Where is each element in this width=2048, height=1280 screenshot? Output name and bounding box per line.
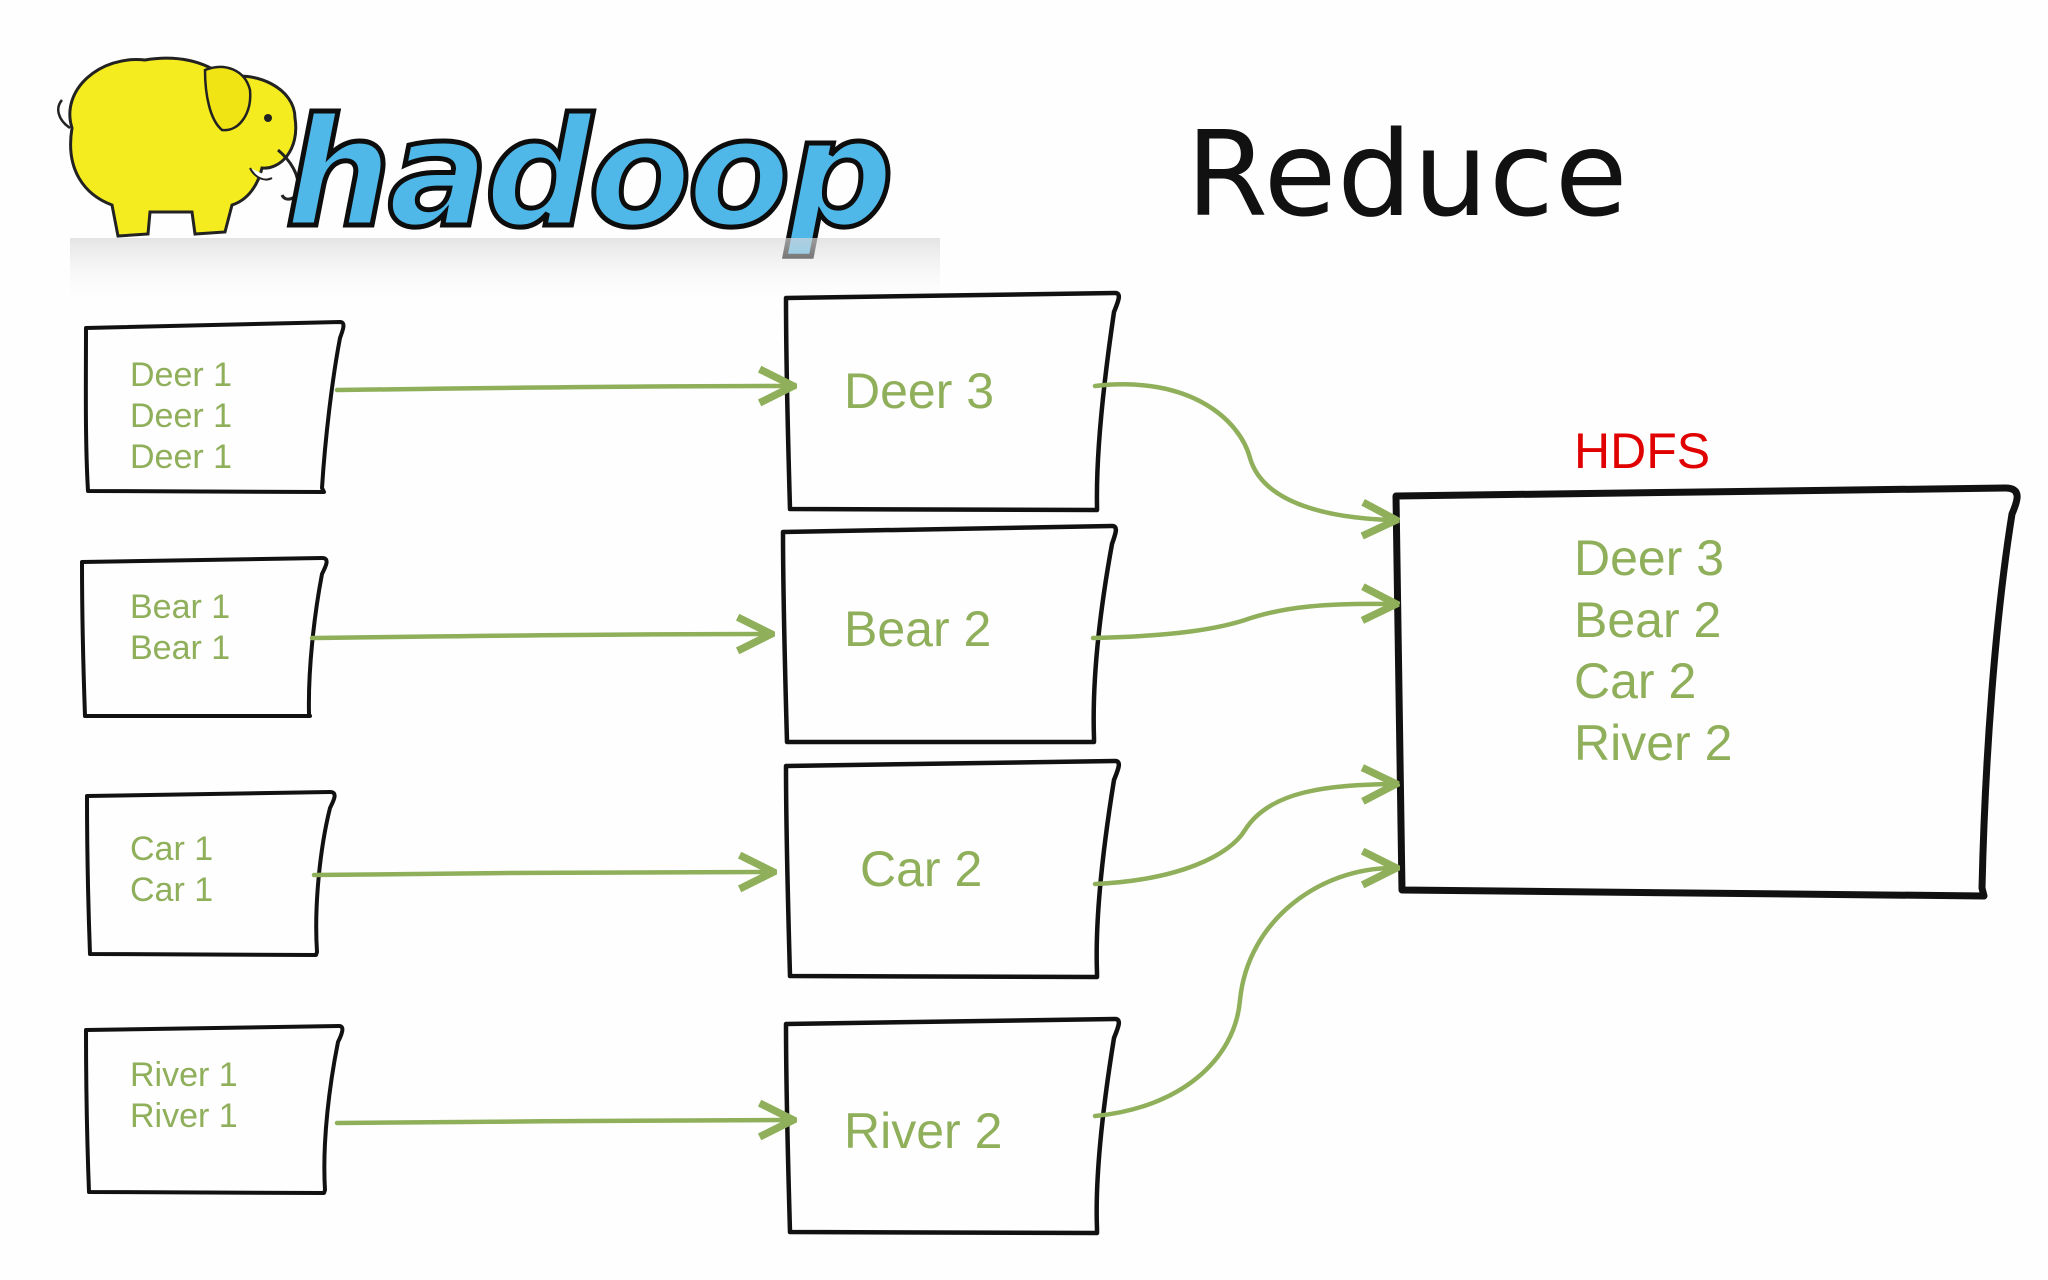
hdfs-item: Deer 3 xyxy=(1574,530,1725,586)
map-output-box-river xyxy=(84,1024,345,1195)
reducer-box-car xyxy=(783,758,1122,980)
map-output-bear-text: Bear 1 Bear 1 xyxy=(130,587,230,669)
arrow-bear-to-reducer xyxy=(309,634,768,638)
hdfs-item: Car 2 xyxy=(1574,653,1697,709)
map-output-deer-text: Deer 1 Deer 1 Deer 1 xyxy=(130,355,232,478)
arrow-river-to-reducer xyxy=(334,1120,790,1123)
map-output-line: Car 1 xyxy=(130,871,214,909)
reducer-label-river: River 2 xyxy=(844,1103,1003,1159)
reducer-box-bear xyxy=(780,523,1119,745)
map-output-box-car xyxy=(85,790,337,957)
map-output-line: River 1 xyxy=(130,1056,238,1094)
map-output-line: River 1 xyxy=(130,1097,238,1135)
arrow-river-to-hdfs xyxy=(1092,868,1393,1119)
map-output-car-text: Car 1 Car 1 xyxy=(130,829,213,911)
map-output-line: Deer 1 xyxy=(130,438,233,476)
arrow-bear-to-hdfs xyxy=(1090,604,1393,641)
reducer-label-car: Car 2 xyxy=(860,841,983,897)
hdfs-box xyxy=(1392,484,2021,900)
arrow-deer-to-hdfs xyxy=(1092,382,1393,520)
hadoop-logo: hadoop xyxy=(57,56,940,308)
arrow-deer-to-reducer xyxy=(334,386,790,390)
map-output-line: Bear 1 xyxy=(130,588,231,626)
logo-wordmark: hadoop xyxy=(285,87,890,261)
map-output-line: Deer 1 xyxy=(130,397,233,435)
elephant-icon xyxy=(57,56,300,238)
arrow-car-to-reducer xyxy=(311,872,770,875)
map-output-river-text: River 1 River 1 xyxy=(130,1055,238,1137)
map-output-line: Bear 1 xyxy=(130,629,231,667)
hdfs-item: River 2 xyxy=(1574,714,1733,771)
map-output-box-bear xyxy=(80,556,329,718)
reducer-label-bear: Bear 2 xyxy=(844,601,992,657)
hdfs-item-list: Deer 3 Bear 2 Car 2 River 2 xyxy=(1574,528,1732,774)
arrow-car-to-hdfs xyxy=(1092,784,1393,887)
map-output-line: Car 1 xyxy=(130,830,214,868)
map-output-line: Deer 1 xyxy=(130,356,233,394)
hdfs-item: Bear 2 xyxy=(1574,591,1722,648)
slide-title: Reduce xyxy=(1186,105,1629,243)
reducer-label-deer: Deer 3 xyxy=(844,363,995,419)
map-output-box-deer xyxy=(83,320,346,494)
hdfs-label: HDFS xyxy=(1574,423,1711,479)
